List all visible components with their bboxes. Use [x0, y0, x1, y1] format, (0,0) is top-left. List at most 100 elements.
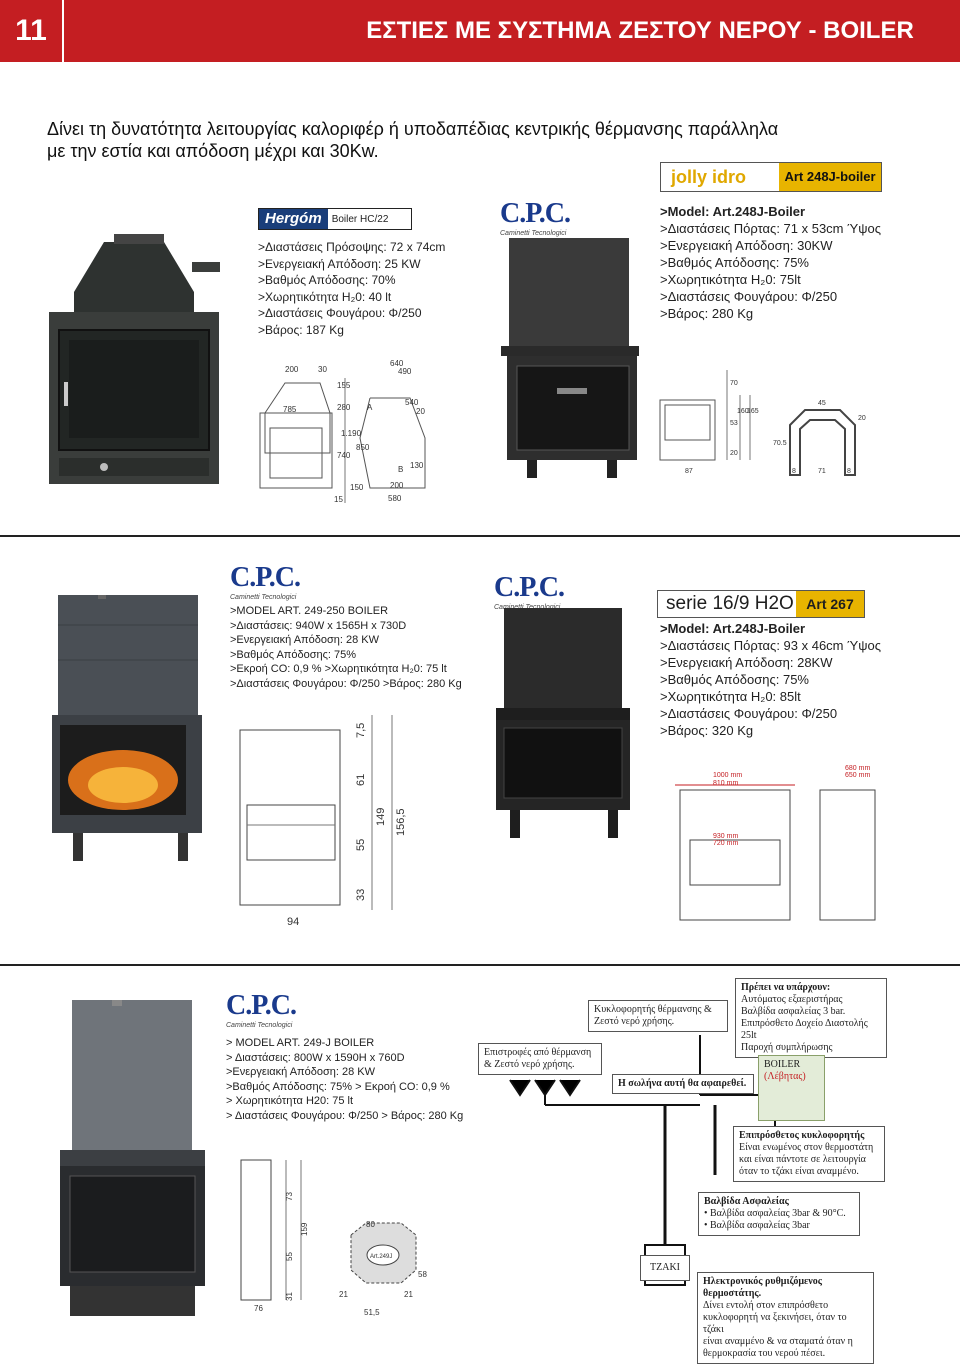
- diagram-box-remove: Η σωλήνα αυτή θα αφαιρεθεί.: [612, 1074, 754, 1094]
- dim-label: 930 mm: [713, 833, 738, 840]
- serie-badge-right: Art 267: [796, 591, 864, 617]
- box-line: Αυτόματος εξαεριστήρας: [741, 994, 843, 1005]
- dim-label: 785: [283, 405, 297, 414]
- dim-label: 850: [356, 443, 370, 452]
- dim-label: Art.249J: [370, 1254, 392, 1260]
- dim-label: 680 mm: [845, 765, 870, 772]
- spec-line: >Διαστάσεις Πόρτας: 93 x 46cm Ύψος: [660, 638, 882, 653]
- dim-label: 540: [405, 398, 419, 407]
- box-line: Παροχή συμπλήρωσης: [741, 1042, 833, 1053]
- spec-line: >Χωρητικότητα H₂0: 75lt: [660, 272, 801, 287]
- spec-line: > MODEL ART. 249-J BOILER: [226, 1037, 375, 1049]
- dim-label: 71: [818, 468, 826, 475]
- cpc-logo-4: C.P.C. Caminetti Tecnologici: [226, 990, 326, 1029]
- diagram-fireplace: ΤΖΑΚΙ: [640, 1255, 690, 1281]
- dim-label: 73: [285, 1192, 294, 1201]
- spec-line: >Βαθμός Απόδοσης: 75%: [660, 255, 809, 270]
- spec-line: >Ενεργειακή Απόδοση: 28 KW: [230, 634, 380, 646]
- cpc-logo-sub: Caminetti Tecnologici: [230, 594, 297, 601]
- box-title: Επιπρόσθετος κυκλοφορητής: [739, 1130, 865, 1141]
- dim-label: 53: [730, 420, 738, 427]
- dim-label: 76: [254, 1304, 263, 1313]
- cpc-logo-2: C.P.C. Caminetti Tecnologici: [230, 562, 330, 601]
- dim-label: 810 mm: [713, 780, 738, 787]
- spec-line: >Βάρος: 187 Kg: [258, 322, 344, 337]
- spec-line: >Διαστάσεις: 940W x 1565H x 730D: [230, 619, 407, 632]
- jolly-idro-badge: jolly idro Art 248J-boiler: [660, 162, 882, 192]
- dim-label: 80: [366, 1220, 375, 1229]
- section-divider: [0, 964, 960, 966]
- dim-label: 61: [355, 774, 367, 786]
- hergom-fireplace-photo: [49, 234, 220, 484]
- spec-line: >Βάρος: 320 Kg: [660, 723, 754, 738]
- serie-16-9-dimension-drawing: 1000 mm 810 mm 930 mm 720 mm 680 mm 650 …: [675, 765, 876, 921]
- dim-label: 8: [792, 468, 796, 475]
- intro-text: Δίνει τη δυνατότητα λειτουργίας καλοριφέ…: [47, 118, 847, 162]
- dim-label: 150: [350, 483, 364, 492]
- cpc-logo-sub: Caminetti Tecnologici: [226, 1022, 293, 1029]
- dim-label: 45: [818, 400, 826, 407]
- spec-line: >Βαθμός Απόδοσης: 75%: [230, 648, 357, 661]
- cpc-logo-sub: Caminetti Tecnologici: [494, 604, 561, 611]
- spec-line: >Εκροή CO: 0,9 % >Χωρητικότητα H₂0: 75 l…: [230, 663, 447, 675]
- dim-label: 31: [285, 1292, 294, 1301]
- intro-line-2: με την εστία και απόδοση μέχρι και 30Kw.: [47, 141, 379, 161]
- dim-label: 8: [847, 468, 851, 475]
- spec-line: >Διαστάσεις Φουγάρου: Φ/250: [660, 706, 838, 721]
- jolly-specs: >Model: Art.248J-Boiler >Διαστάσεις Πόρτ…: [660, 203, 881, 322]
- dim-label: B: [398, 465, 403, 474]
- model-line: >Model: Art.248J-Boiler: [660, 621, 806, 636]
- box-line: και είναι πάντοτε σε λειτουργία: [739, 1154, 866, 1165]
- dim-label: 21: [339, 1290, 348, 1299]
- box-line: Ζεστό νερό χρήσης.: [594, 1016, 675, 1027]
- dim-label: 94: [287, 916, 299, 928]
- diagram-box-required: Πρέπει να υπάρχουν: Αυτόματος εξαεριστήρ…: [735, 978, 887, 1058]
- spec-line: >Διαστάσεις Φουγάρου: Φ/250: [660, 289, 838, 304]
- spec-line: >Βαθμός Απόδοσης: 75%: [660, 672, 809, 687]
- dim-label: 130: [410, 461, 424, 470]
- dim-label: 30: [318, 365, 327, 374]
- spec-line: > Διαστάσεις Φουγάρου: Φ/250 > Βάρος: 28…: [226, 1109, 464, 1122]
- dim-label: 160: [737, 408, 749, 415]
- dim-label: A: [367, 403, 373, 412]
- section-divider: [0, 535, 960, 537]
- box-line: Δίνει εντολή στον επιπρόσθετο: [703, 1300, 829, 1311]
- page-title: ΕΣΤΙΕΣ ΜΕ ΣΥΣΤΗΜΑ ΖΕΣΤΟΥ ΝΕΡΟΥ - BOILER: [366, 17, 914, 44]
- dim-label: 1.190: [341, 429, 362, 438]
- model-line: >Model: Art.248J-Boiler: [660, 204, 806, 219]
- spec-line: >Διαστάσεις Φουγάρου: Φ/250: [258, 306, 422, 320]
- box-title: Ηλεκτρονικός ρυθμιζόμενος θερμοστάτης.: [703, 1276, 822, 1299]
- serie-16-9-specs: >Model: Art.248J-Boiler >Διαστάσεις Πόρτ…: [660, 620, 881, 739]
- page-number: 11: [0, 0, 64, 62]
- dim-label: 740: [337, 451, 351, 460]
- cpc-249j-dimension-drawing: 73 159 55 31 80 58 76 21 51,5 21 Art.249…: [240, 1159, 427, 1317]
- spec-line: > Διαστάσεις: 800W x 1590H x 760D: [226, 1051, 405, 1064]
- spec-line: >Χωρητικότητα H₂0: 85lt: [660, 689, 801, 704]
- cpc-249j-photo: [60, 1000, 205, 1316]
- dim-label: 280: [337, 403, 351, 412]
- hergom-dimension-drawing: 200 30 155 640 490 785 280 540 20 1.190 …: [259, 359, 426, 504]
- dim-label: 580: [388, 494, 402, 503]
- dim-label: 200: [285, 365, 299, 374]
- dim-label: 55: [355, 839, 367, 851]
- spec-line: >MODEL ART. 249-250 BOILER: [230, 605, 389, 617]
- spec-line: >Ενεργειακή Απόδοση: 25 KW: [258, 256, 421, 271]
- serie-16-9-photo: [496, 608, 630, 838]
- dim-label: 165: [747, 408, 759, 415]
- cpc-249-250-specs: >MODEL ART. 249-250 BOILER >Διαστάσεις: …: [230, 604, 462, 691]
- box-line: Είναι ενωμένος στον θερμοστάτη: [739, 1142, 874, 1153]
- spec-line: >Διαστάσεις Πόρτας: 71 x 53cm Ύψος: [660, 221, 882, 236]
- jolly-badge-left: jolly idro: [661, 163, 779, 191]
- box-line: θερμοκρασία του νερού πέσει.: [703, 1348, 826, 1359]
- box-line: Επιστροφές από θέρμανση: [484, 1047, 592, 1058]
- cpc-249-250-photo: [52, 595, 202, 861]
- hergom-brand: Hergóm: [259, 209, 328, 229]
- spec-line: > Χωρητικότητα H20: 75 lt: [226, 1095, 354, 1107]
- diagram-box-thermostat: Ηλεκτρονικός ρυθμιζόμενος θερμοστάτης. Δ…: [697, 1272, 874, 1364]
- spec-line: >Ενεργειακή Απόδοση: 28 KW: [226, 1066, 376, 1078]
- diagram-box-valve: Βαλβίδα Ασφαλείας • Βαλβίδα ασφαλείας 3b…: [698, 1192, 860, 1236]
- dim-label: 650 mm: [845, 772, 870, 779]
- diagram-box-pump: Επιπρόσθετος κυκλοφορητής Είναι ενωμένος…: [733, 1126, 885, 1182]
- dim-label: 51,5: [364, 1308, 380, 1317]
- jolly-dimension-drawing: 70 53 160 165 20 70.5 87 45 20 8 71 8: [659, 370, 866, 476]
